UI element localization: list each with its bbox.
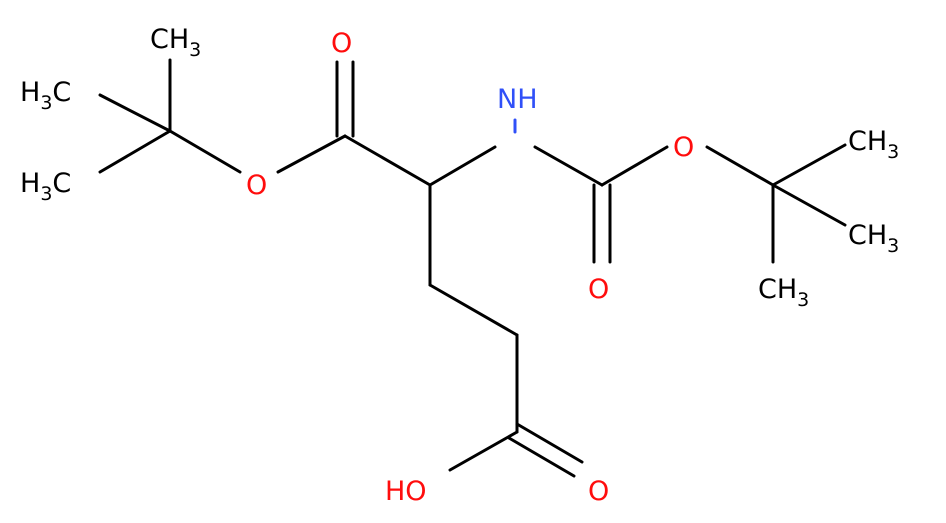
o-acid-carbonyl-label: O	[588, 476, 609, 507]
bond-ctbu2-ch3-mid	[771, 183, 847, 227]
o-boc-carbonyl-label: O	[588, 274, 609, 305]
ch3-mid-right-label: CH3	[848, 220, 899, 257]
bond-cacid-o-double-b	[507, 436, 576, 478]
o-ester-label: O	[246, 170, 267, 201]
bond-cboc-oboc	[600, 145, 669, 187]
atom-labels: CH3 H3C H3C O O NH O O CH3 CH3 CH3 HO O	[20, 24, 899, 507]
oh-label: HO	[385, 476, 427, 507]
bond-cacid-oh	[448, 430, 519, 472]
bond-oester-c1	[276, 134, 347, 174]
bond-ctbu-oester	[168, 129, 242, 174]
bond-ctbu-ch3-bot	[98, 129, 172, 174]
ch3-bot-right-label: CH3	[758, 274, 809, 311]
bond-cacid-o-double-a	[515, 422, 584, 464]
bond-ctbu-ch3-mid	[98, 93, 172, 133]
bond-oboc-ctbu2	[705, 145, 775, 187]
ch3-top-right-label: CH3	[848, 126, 899, 163]
bonds	[98, 58, 847, 478]
ch3-bot-left-label: H3C	[20, 168, 71, 205]
bond-ctbu2-ch3-top	[771, 143, 847, 187]
o-boc-label: O	[673, 132, 694, 163]
bond-c1-calpha	[343, 134, 432, 187]
o-ester-carbonyl-label: O	[331, 28, 352, 59]
nh-label: NH	[497, 84, 538, 115]
bond-cbeta-cgamma	[428, 283, 519, 337]
bond-calpha-nh	[428, 145, 497, 187]
bond-nh-cboc	[533, 145, 604, 187]
ch3-top-left-label: CH3	[150, 24, 201, 61]
ch3-mid-left-label: H3C	[20, 77, 71, 114]
